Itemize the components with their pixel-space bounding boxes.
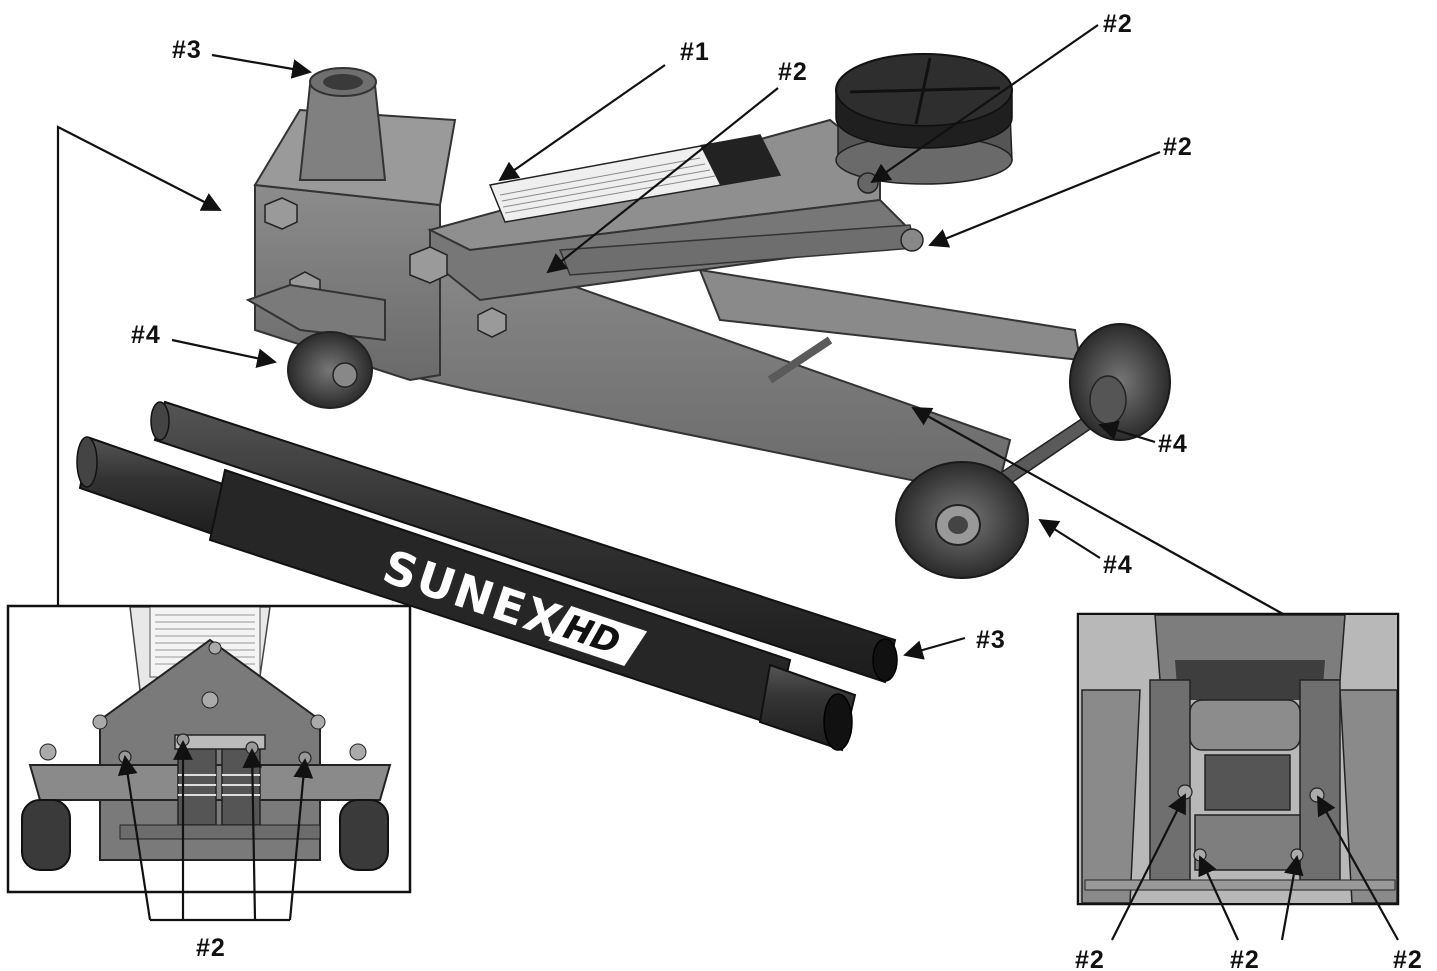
- callout-c2-right-inset-3: #2: [1393, 946, 1423, 971]
- brand-hd-badge: [548, 606, 648, 666]
- inset-left-wheel-l: [21, 799, 71, 871]
- inset-left-bolts: [39, 641, 367, 761]
- callout-c4-left: #4: [131, 321, 161, 349]
- caster-bracket: [245, 283, 386, 342]
- callout-c3-top: #3: [172, 36, 202, 64]
- callout-c2-right-inset-1: #2: [1075, 946, 1105, 971]
- right-inset: [1076, 612, 1400, 906]
- handle-lower-opening: [823, 693, 853, 751]
- jack-handle: SUNEX HD: [76, 400, 898, 752]
- jack-chassis-rail: [698, 268, 1082, 362]
- rear-caster-hub: [332, 362, 358, 388]
- pump-socket: [298, 84, 387, 181]
- handle-upper-end: [150, 401, 170, 441]
- linkage-bolt: [900, 228, 924, 252]
- callout-c4-rear: #4: [1158, 430, 1188, 458]
- handle-lower-end: [76, 436, 98, 488]
- callout-c4-front: #4: [1103, 551, 1133, 579]
- jack-crossbar: [767, 336, 833, 384]
- callout-c3-handle: #3: [976, 626, 1006, 654]
- callout-c2-right-inset-2: #2: [1230, 946, 1260, 971]
- callout-c1: #1: [680, 38, 710, 66]
- inset-right-lower-block: [1194, 814, 1301, 871]
- saddle-pad-side: [835, 89, 1013, 149]
- inset-right-rail-l: [1081, 689, 1141, 903]
- front-wheel-near-axle: [948, 516, 968, 534]
- callout-c2-top-right: #2: [1103, 10, 1133, 38]
- handle-upper-opening: [872, 638, 898, 682]
- pump-socket-bore: [323, 74, 363, 90]
- inset-right-crossbar: [1084, 879, 1396, 891]
- front-wheel-far-hub: [1089, 375, 1127, 425]
- inset-right-arm-opening: [1175, 660, 1325, 700]
- inset-right-plate-r: [1299, 679, 1341, 881]
- inset-right-cylinder: [1189, 699, 1301, 751]
- saddle-pin: [857, 172, 879, 194]
- callout-labels: #3 #1 #2 #2 #2 #4 #4 #4 #3 #2 #2 #2 #2: [131, 10, 1423, 971]
- inset-right-rail-r: [1339, 689, 1397, 903]
- inset-left-bottom-bar: [119, 824, 321, 840]
- label-dark-panel: [700, 135, 780, 185]
- callout-c2-left-inset: #2: [196, 934, 226, 962]
- saddle-groove-2: [914, 57, 932, 125]
- callout-c2-right: #2: [1163, 133, 1193, 161]
- left-inset: [6, 604, 412, 894]
- saddle-groove-1: [849, 86, 1001, 94]
- inset-right-pump: [1204, 754, 1291, 811]
- floor-jack: [245, 53, 1171, 579]
- callout-c2-center: #2: [778, 58, 808, 86]
- inset-right-plate-l: [1149, 679, 1191, 881]
- rear-caster-wheel: [287, 331, 373, 409]
- inset-left-wheel-r: [339, 799, 389, 871]
- leader-lines: [56, 24, 1399, 941]
- warning-label-lines: [499, 157, 716, 214]
